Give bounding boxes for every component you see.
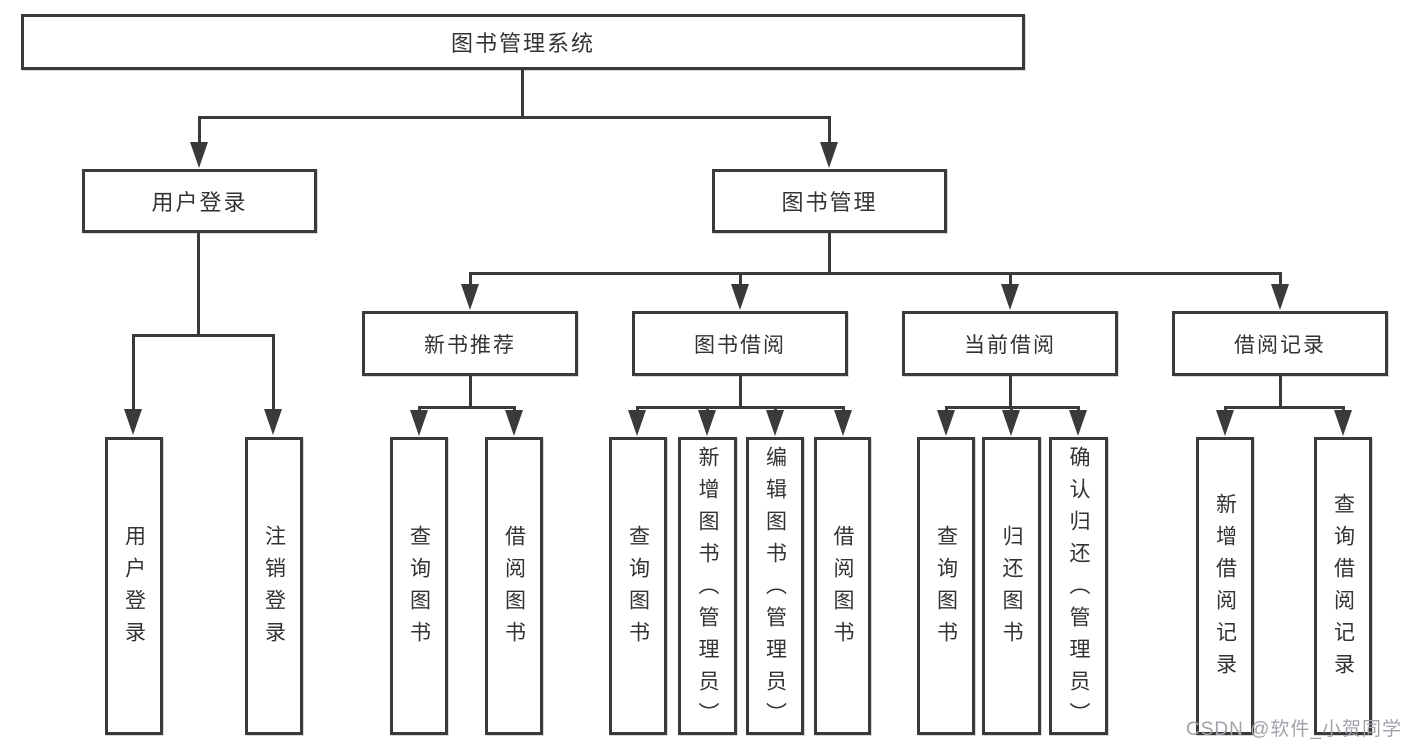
- connector-vline: [1009, 272, 1012, 289]
- connector-arrowhead: [1001, 284, 1019, 310]
- connector-hline: [636, 406, 845, 409]
- node-book-management: 图书管理: [712, 169, 947, 233]
- leaf-query-books-recommend: 查询图书: [390, 437, 448, 735]
- connector-vline: [521, 70, 524, 118]
- connector-arrowhead: [461, 284, 479, 310]
- connector-arrowhead: [264, 409, 282, 435]
- leaf-confirm-return-admin: 确认归还（管理员）: [1049, 437, 1108, 735]
- leaf-logout: 注销登录: [245, 437, 303, 735]
- node-current-borrowing: 当前借阅: [902, 311, 1118, 376]
- connector-arrowhead: [1334, 410, 1352, 436]
- connector-arrowhead: [190, 142, 208, 168]
- connector-vline: [1279, 376, 1282, 408]
- leaf-add-books-admin: 新增图书（管理员）: [678, 437, 737, 735]
- connector-vline: [132, 334, 135, 414]
- connector-vline: [1009, 376, 1012, 408]
- connector-arrowhead: [1069, 410, 1087, 436]
- connector-hline: [1224, 406, 1345, 409]
- connector-arrowhead: [1271, 284, 1289, 310]
- connector-vline: [469, 272, 472, 289]
- connector-vline: [828, 233, 831, 275]
- leaf-query-books-current: 查询图书: [917, 437, 975, 735]
- leaf-query-books-borrowing: 查询图书: [609, 437, 667, 735]
- node-library-system: 图书管理系统: [21, 14, 1025, 70]
- connector-hline: [132, 334, 275, 337]
- connector-arrowhead: [731, 284, 749, 310]
- leaf-borrow-books: 借阅图书: [814, 437, 871, 735]
- connector-vline: [739, 376, 742, 408]
- csdn-watermark: CSDN @软件_小贺同学: [1186, 719, 1402, 740]
- connector-hline: [469, 272, 1281, 275]
- leaf-borrow-books-recommend: 借阅图书: [485, 437, 543, 735]
- connector-arrowhead: [698, 410, 716, 436]
- connector-arrowhead: [1216, 410, 1234, 436]
- leaf-user-login: 用户登录: [105, 437, 163, 735]
- connector-arrowhead: [410, 410, 428, 436]
- leaf-return-books: 归还图书: [982, 437, 1041, 735]
- connector-arrowhead: [124, 409, 142, 435]
- connector-vline: [828, 116, 831, 146]
- connector-arrowhead: [937, 410, 955, 436]
- node-borrowing-records: 借阅记录: [1172, 311, 1388, 376]
- connector-vline: [739, 272, 742, 289]
- connector-arrowhead: [820, 142, 838, 168]
- node-user-login: 用户登录: [82, 169, 317, 233]
- connector-hline: [418, 406, 516, 409]
- connector-arrowhead: [628, 410, 646, 436]
- connector-arrowhead: [834, 410, 852, 436]
- connector-vline: [198, 116, 201, 146]
- connector-vline: [272, 334, 275, 414]
- connector-arrowhead: [766, 410, 784, 436]
- leaf-add-borrow-record: 新增借阅记录: [1196, 437, 1254, 735]
- connector-vline: [197, 233, 200, 336]
- leaf-query-borrow-record: 查询借阅记录: [1314, 437, 1372, 735]
- connector-arrowhead: [1002, 410, 1020, 436]
- connector-hline: [198, 116, 831, 119]
- connector-arrowhead: [505, 410, 523, 436]
- connector-vline: [469, 376, 472, 408]
- connector-vline: [1279, 272, 1282, 289]
- node-book-borrowing: 图书借阅: [632, 311, 848, 376]
- node-new-book-recommend: 新书推荐: [362, 311, 578, 376]
- leaf-edit-books-admin: 编辑图书（管理员）: [746, 437, 804, 735]
